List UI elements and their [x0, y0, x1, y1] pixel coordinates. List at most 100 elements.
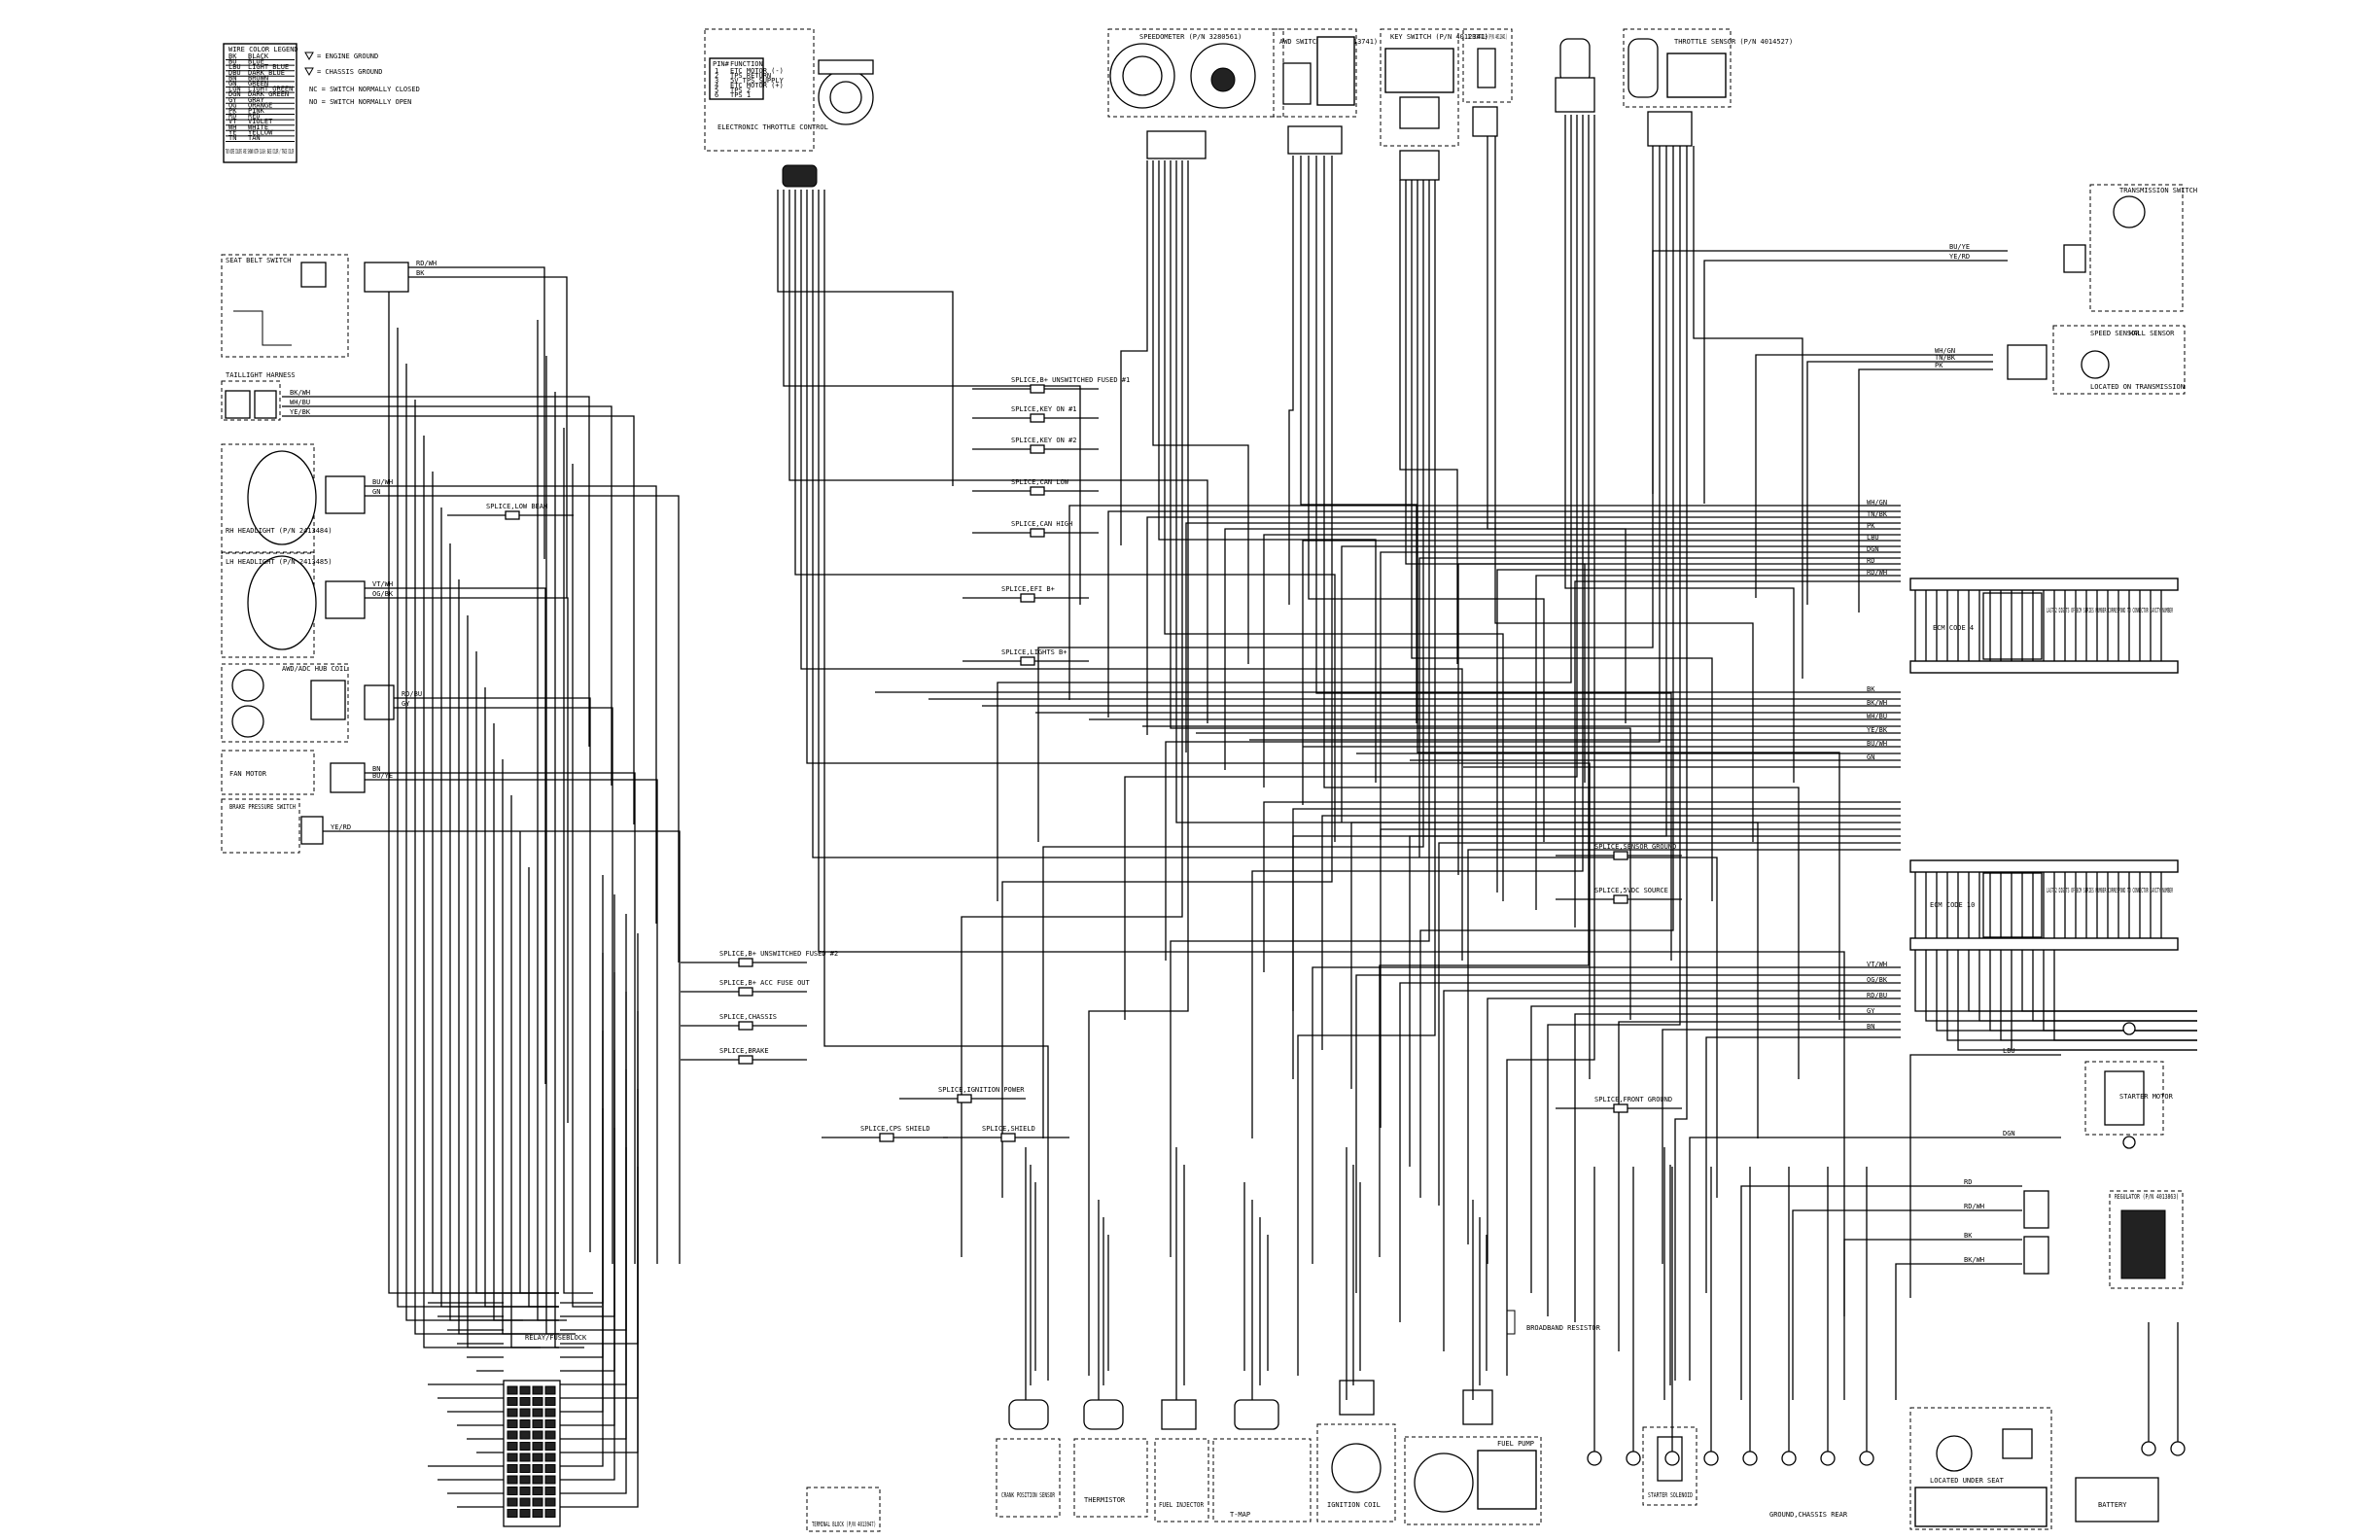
wire	[1418, 557, 1901, 858]
taillight-harness: TAILLIGHT HARNESS	[221, 371, 296, 421]
wire-label: BU/YE	[372, 772, 393, 780]
legend-color: DARK BLUE	[248, 69, 285, 77]
speed-sensor: SPEED SENSOR HALL SENSOR LOCATED ON TRAN…	[2007, 325, 2186, 395]
wire	[1165, 146, 1661, 961]
wire	[1438, 842, 1901, 1206]
splice-label: SPLICE,FRONT GROUND	[1594, 1096, 1672, 1103]
fuel-injector: FUEL INJECTOR	[1154, 1399, 1209, 1522]
wire-label: BU/WH	[372, 478, 393, 486]
wire-harness: RD/WHBKBK/WHWH/BUYE/BKBU/WHGNVT/WHOG/BKR…	[282, 115, 2197, 1508]
wire	[493, 723, 523, 1321]
fuel-pump: FUEL PUMP	[1404, 1389, 1542, 1525]
wire	[394, 707, 613, 1264]
wire	[528, 867, 558, 1308]
wire	[1380, 828, 1901, 1128]
wire	[432, 472, 559, 1294]
wire-label: RD/BU	[402, 690, 422, 698]
wire	[1443, 990, 1901, 1351]
svg-text:BRAKE PRESSURE SWITCH: BRAKE PRESSURE SWITCH	[229, 803, 296, 811]
etc-function: 5V TPS SUPPLY	[730, 77, 785, 85]
etc-pin: 2	[715, 72, 718, 80]
wire	[783, 190, 1081, 605]
legend-color: BROWN	[248, 74, 268, 82]
wire	[1152, 160, 1249, 664]
wire	[1379, 115, 1590, 1257]
svg-text:STARTER MOTOR: STARTER MOTOR	[2119, 1093, 2174, 1101]
wire-label: RD	[1867, 557, 1874, 565]
svg-text:PIN#: PIN#	[713, 60, 730, 68]
wire-label: BK	[416, 269, 425, 277]
wire	[1341, 545, 1901, 822]
wire	[560, 1069, 627, 1440]
wire	[1185, 522, 1901, 752]
wire	[1292, 146, 1667, 1079]
under-seat-module: LOCATED UNDER SEAT	[1909, 1407, 2052, 1530]
svg-text:SEAT BELT SWITCH: SEAT BELT SWITCH	[226, 257, 291, 264]
wire	[800, 190, 1463, 961]
wire	[2000, 950, 2197, 1041]
wire	[823, 190, 1049, 1381]
etc-label: ELECTRONIC THROTTLE CONTROL	[718, 123, 828, 131]
legend-color: LIGHT BLUE	[248, 63, 289, 71]
wire	[1158, 160, 1377, 783]
wire	[1652, 250, 2008, 494]
svg-text:FAN MOTOR: FAN MOTOR	[229, 770, 267, 778]
legend-color: VIOLET	[248, 118, 273, 125]
legend-code: TN	[228, 134, 236, 142]
legend-code: DBU	[228, 69, 241, 77]
wire	[1288, 156, 1294, 605]
svg-text:KEY SWITCH (P/N 4012341): KEY SWITCH (P/N 4012341)	[1390, 33, 1488, 41]
wire-label: DGN	[2003, 1130, 2015, 1138]
svg-text:LH HEADLIGHT (P/N 2413485): LH HEADLIGHT (P/N 2413485)	[226, 558, 332, 566]
wire	[1574, 580, 1901, 928]
wire	[423, 436, 559, 1348]
wire-label: YE/BK	[1867, 726, 1888, 734]
wire	[812, 190, 1718, 1198]
battery: BATTERY	[2075, 1477, 2159, 1522]
dc-receptacle: DC RECEPTACLE (P/N 4011841)	[1462, 28, 1513, 137]
legend-color: WHITE	[248, 123, 268, 131]
wire	[1042, 180, 1424, 1138]
wire-label: BU/WH	[1867, 740, 1887, 748]
wire-label: WH/GN	[1867, 499, 1887, 507]
wire-label: YE/RD	[331, 823, 351, 831]
wire-label: WH/BU	[1867, 713, 1887, 720]
starter-solenoid: STARTER SOLENOID	[1642, 1426, 1698, 1506]
wire	[2021, 950, 2197, 1012]
broadband-resistor: BROADBAND RESISTOR	[1506, 1310, 1601, 1335]
legend-color: YELLOW	[248, 128, 273, 136]
splice-label: SPLICE,KEY ON #2	[1011, 437, 1076, 444]
wire-label: RD	[1964, 1178, 1972, 1186]
svg-text:TRANSMISSION SWITCH: TRANSMISSION SWITCH	[2119, 187, 2197, 194]
legend-color: PINK	[248, 107, 265, 115]
legend-symbol-chassis: = CHASSIS GROUND	[317, 68, 382, 76]
wire	[1496, 569, 1901, 892]
wire	[545, 356, 576, 1335]
wire	[777, 190, 954, 486]
splice-label: SPLICE,EFI B+	[1001, 585, 1055, 593]
splice-node	[738, 987, 753, 997]
wire-label: BN	[1867, 1023, 1874, 1031]
legend-note: TWO WIRE COLORS ARE SHOWN WITH SLASH: BA…	[226, 148, 294, 156]
wire	[502, 759, 532, 1335]
wire	[1689, 1137, 2061, 1381]
wire	[365, 597, 569, 1123]
wire	[397, 328, 559, 1308]
splice-label: SPLICE,BRAKE	[719, 1047, 769, 1055]
wire-label: OG/BK	[372, 590, 394, 598]
wire	[1001, 156, 1333, 1198]
wire	[572, 464, 602, 1308]
etc-pin: 1	[715, 67, 718, 75]
svg-text:BROADBAND RESISTOR: BROADBAND RESISTOR	[1526, 1324, 1601, 1332]
svg-text:ECM CODE 4: ECM CODE 4	[1933, 624, 1974, 632]
wire-label: GN	[1867, 753, 1874, 761]
legend-code: GN	[228, 80, 236, 88]
wire	[1224, 528, 1901, 770]
wire	[560, 1167, 639, 1508]
wire	[1674, 146, 1688, 1381]
wire	[408, 266, 545, 559]
etc-function: TPS 1	[730, 91, 751, 99]
wire	[997, 115, 1572, 901]
splice-node	[1030, 413, 1045, 423]
wire	[1494, 136, 1754, 842]
